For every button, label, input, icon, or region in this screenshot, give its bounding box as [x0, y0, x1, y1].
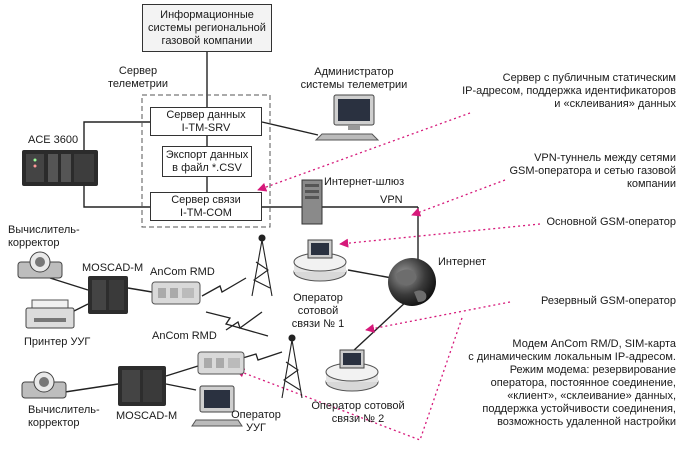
- gateway-server-icon: [301, 179, 323, 225]
- line-op1-internet: [347, 269, 393, 279]
- line-op2-internet: [351, 299, 409, 353]
- arrow-vpn: [411, 179, 506, 217]
- arrow-backup-gsm: [365, 301, 511, 333]
- globe-icon: [388, 258, 436, 306]
- monitor-2-icon: [191, 385, 243, 427]
- moscad1-label: MOSCAD-M: [82, 262, 144, 274]
- controller-icon: [88, 276, 128, 314]
- annotation-arrows: [235, 112, 541, 441]
- flowmeter-icon: [17, 251, 63, 279]
- telemetry-server-label: Сервер телеметрии: [108, 65, 168, 90]
- internet-label: Интернет: [438, 256, 486, 268]
- export-box: Экспорт данных в файл *.CSV: [162, 146, 252, 177]
- calc1-label: Вычислитель- корректор: [8, 224, 80, 249]
- cell-op2-label: Оператор сотовой связи № 2: [311, 400, 405, 425]
- comm-server-box: Сервер связи I-TM-COM: [150, 192, 262, 221]
- server-rack-icon: [22, 150, 98, 186]
- controller-2-icon: [118, 366, 166, 406]
- annotation-public-server: Сервер с публичным статическим IP-адресо…: [462, 72, 676, 110]
- info-systems-box: Информационные системы региональной газо…: [142, 4, 272, 52]
- line-admin: [261, 121, 319, 136]
- printer-icon: [25, 299, 75, 329]
- annotation-main-gsm: Основной GSM-оператор: [546, 216, 676, 228]
- annotation-backup-gsm: Резервный GSM-оператор: [541, 295, 676, 307]
- ancom2-label: AnCom RMD: [152, 330, 217, 342]
- admin-label: Администратор системы телеметрии: [300, 66, 408, 91]
- modem-icon: [151, 281, 201, 305]
- ancom1-label: AnCom RMD: [150, 266, 215, 278]
- moscad2-label: MOSCAD-M: [116, 410, 178, 422]
- telemetry-server-frame: [141, 94, 271, 228]
- cell-operator-1-icon: [293, 239, 347, 282]
- cell-operator-2-icon: [325, 349, 379, 392]
- printer-label: Принтер УУГ: [24, 336, 91, 348]
- annotation-vpn-tunnel: VPN-туннель между сетями GSM-оператора и…: [509, 152, 676, 190]
- lightning-icon: [201, 277, 283, 361]
- vpn-label: VPN: [380, 194, 403, 206]
- calc2-label: Вычислитель- корректор: [28, 404, 100, 429]
- data-server-box: Сервер данных I-TM-SRV: [150, 107, 262, 136]
- annotation-modem: Модем AnCom RM/D, SIM-карта с динамическ…: [468, 338, 676, 428]
- line-ace-to-commserver: [83, 185, 150, 208]
- operator-uug-label: Оператор УУГ: [231, 409, 281, 434]
- ace-label: ACE 3600: [28, 134, 79, 146]
- arrow-modem: [235, 317, 463, 441]
- monitor-icon: [314, 94, 380, 141]
- cell-op1-label: Оператор сотовой связи № 1: [291, 292, 345, 330]
- antenna-tower-icon: [251, 234, 273, 297]
- line-ace-to-dataserver: [83, 121, 150, 152]
- arrow-main-gsm: [339, 223, 541, 248]
- gateway-label: Интернет-шлюз: [324, 176, 405, 188]
- antenna-tower-2-icon: [281, 334, 303, 399]
- flowmeter-2-icon: [21, 371, 67, 399]
- modem-2-icon: [197, 351, 245, 375]
